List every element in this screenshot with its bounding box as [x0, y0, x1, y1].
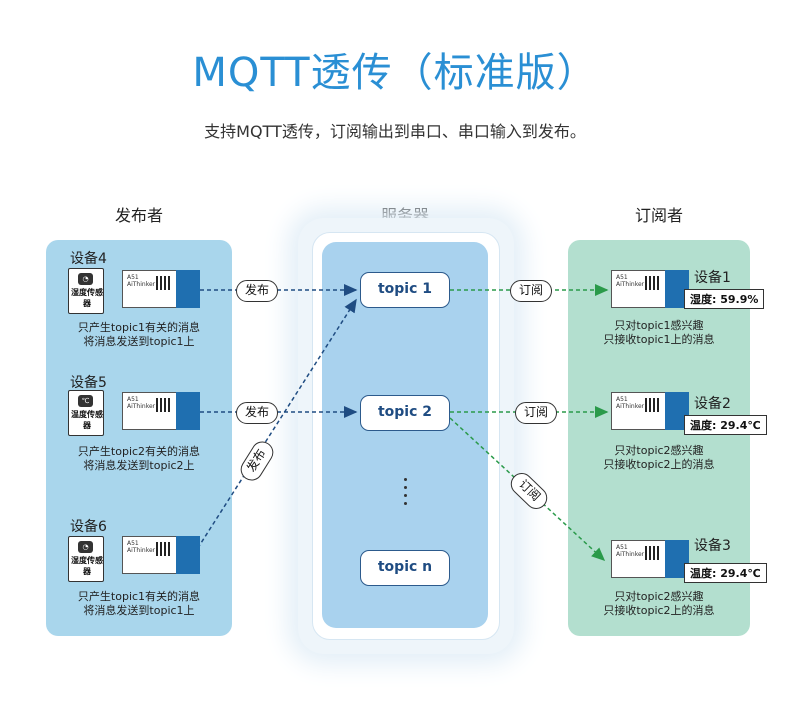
publisher-desc-5-line2: 将消息发送到topic2上	[83, 459, 195, 472]
reading-badge-3: 温度: 29.4℃	[684, 563, 767, 583]
topic-2: topic 2	[360, 395, 450, 431]
subscriber-heading: 订阅者	[634, 206, 683, 225]
subscribe-label-2: 订阅	[515, 402, 558, 424]
publisher-desc-6-line2: 将消息发送到topic1上	[83, 604, 195, 617]
subscribe-label-1: 订阅	[510, 280, 553, 302]
publisher-name-5: 设备5	[70, 375, 107, 391]
reading-badge-1: 湿度: 59.9%	[684, 289, 765, 309]
humidity-sensor-icon: ◔湿度传感器	[68, 268, 104, 314]
subscriber-name-2: 设备2	[694, 396, 731, 412]
subscriber-name-3: 设备3	[694, 538, 731, 554]
subscriber-desc-2-line2: 只接收topic2上的消息	[603, 458, 715, 471]
ellipsis-dots	[404, 478, 408, 510]
publisher-heading: 发布者	[114, 206, 163, 225]
topic-n: topic n	[360, 550, 450, 586]
publisher-desc-4-line1: 只产生topic1有关的消息	[77, 321, 201, 334]
topic-1: topic 1	[360, 272, 450, 308]
publisher-desc-4-line2: 将消息发送到topic1上	[83, 335, 195, 348]
subscriber-desc-1-line1: 只对topic1感兴趣	[614, 319, 704, 332]
publish-arrow-3	[193, 298, 357, 555]
publisher-name-4: 设备4	[70, 251, 107, 267]
humidity-sensor-icon: ◔湿度传感器	[68, 536, 104, 582]
subscriber-name-1: 设备1	[694, 270, 731, 286]
publisher-desc-5-line1: 只产生topic2有关的消息	[77, 445, 201, 458]
page-subtitle: 支持MQTT透传，订阅输出到串口、串口输入到发布。	[204, 122, 586, 141]
publisher-desc-6-line1: 只产生topic1有关的消息	[77, 590, 201, 603]
publisher-name-6: 设备6	[70, 519, 107, 535]
subscriber-desc-3-line1: 只对topic2感兴趣	[614, 590, 704, 603]
page-title: MQTT透传（标准版）	[192, 50, 598, 96]
subscriber-desc-3-line2: 只接收topic2上的消息	[603, 604, 715, 617]
subscriber-desc-2-line1: 只对topic2感兴趣	[614, 444, 704, 457]
subscriber-desc-1-line2: 只接收topic1上的消息	[603, 333, 715, 346]
reading-badge-2: 温度: 29.4℃	[684, 415, 767, 435]
publish-label-2: 发布	[236, 402, 279, 424]
publish-label-1: 发布	[236, 280, 279, 302]
